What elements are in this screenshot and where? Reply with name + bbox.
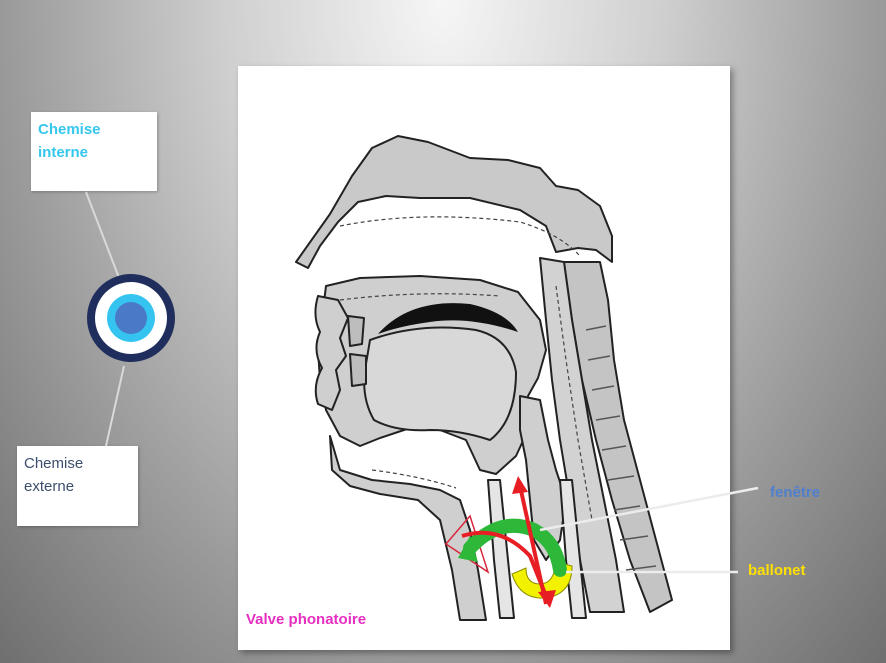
valve-phonatoire-label: Valve phonatoire (246, 611, 366, 628)
fenetre-label: fenêtre (770, 484, 820, 501)
cannula-cross-section-icon (87, 274, 175, 362)
externe-leader-line (106, 366, 124, 446)
ballonet-label: ballonet (748, 562, 806, 579)
head-neck-sagittal-icon (296, 136, 672, 620)
